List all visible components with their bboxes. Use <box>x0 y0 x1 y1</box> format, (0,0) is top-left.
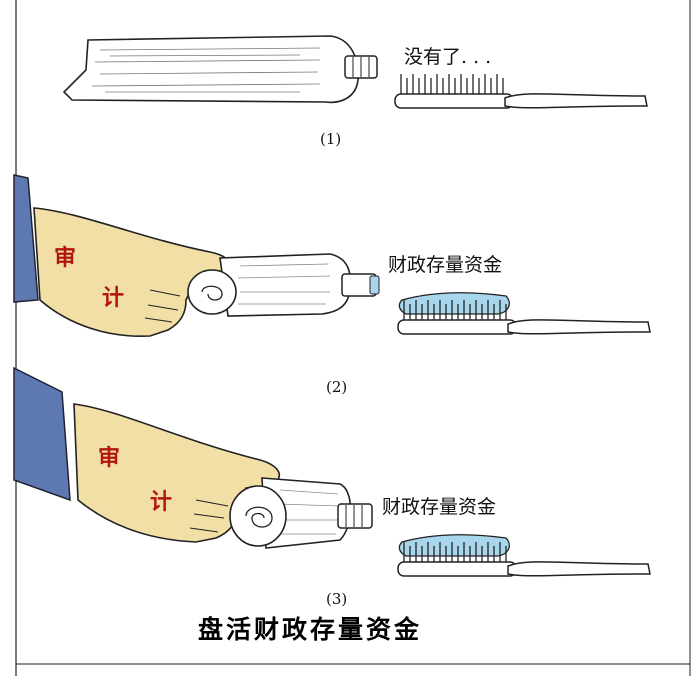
panel-1-speech: 没有了. . . <box>404 46 492 68</box>
squeezed-tube-2 <box>187 253 380 317</box>
panel-2-number: (2) <box>326 378 348 396</box>
panel-3-hand-text-1: 审 <box>98 446 121 471</box>
panel-3-speech: 财政存量资金 <box>382 496 497 518</box>
sleeve-arm-2 <box>13 174 39 303</box>
panel-3-number: (3) <box>326 590 348 608</box>
panel-1-number: (1) <box>320 130 342 148</box>
panel-2-hand-text-1: 审 <box>54 246 77 271</box>
squeezed-tube-3 <box>229 477 373 549</box>
sleeve-arm-3 <box>13 366 71 502</box>
empty-toothpaste-tube <box>62 35 378 104</box>
panel-2-hand-text-2: 计 <box>102 286 125 311</box>
panel-2-speech: 财政存量资金 <box>388 254 503 276</box>
toothbrush-with-paste-3 <box>397 534 651 577</box>
panel-3-hand-text-2: 计 <box>150 490 173 515</box>
caption-title: 盘活财政存量资金 <box>198 615 423 644</box>
toothbrush-with-paste-2 <box>397 292 651 335</box>
toothbrush-empty <box>394 73 648 109</box>
